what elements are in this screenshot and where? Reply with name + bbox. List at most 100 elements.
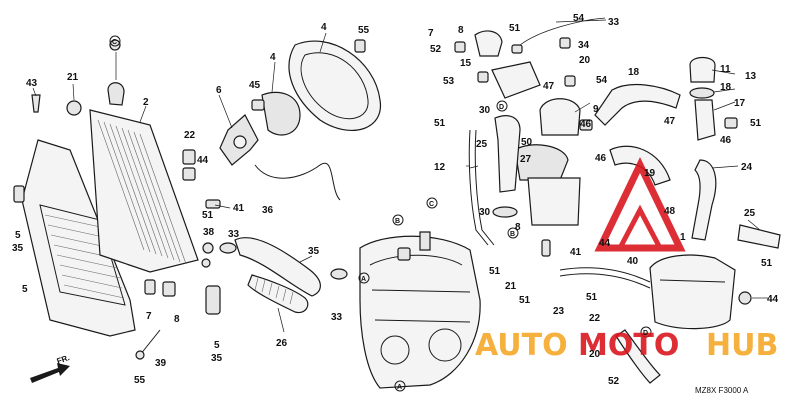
callout: 44 (197, 155, 209, 166)
callout: 22 (589, 313, 601, 324)
lower-hoses (205, 237, 348, 315)
callout: 50 (521, 137, 533, 148)
callout: 21 (67, 72, 79, 83)
ref-letter-texts: C C B B A A D D (112, 39, 648, 391)
ref-letter: B (395, 218, 400, 225)
callout: 41 (233, 203, 245, 214)
callout: 19 (644, 168, 656, 179)
callout: 5 (22, 284, 28, 295)
callout: 4 (270, 52, 276, 63)
callout: 27 (520, 154, 532, 165)
ref-markers (109, 35, 652, 392)
callout: 20 (589, 349, 601, 360)
callout: 5 (15, 230, 21, 241)
callout: 44 (767, 294, 779, 305)
callout: 46 (580, 119, 592, 130)
callout: 44 (599, 238, 611, 249)
callout: 26 (276, 338, 288, 349)
watermark: AUTO MOTO HUB (475, 156, 778, 363)
reserve-tank (559, 254, 752, 384)
callout: 54 (573, 13, 585, 24)
callout: 51 (586, 292, 598, 303)
callout: 25 (744, 208, 756, 219)
callout: 21 (505, 281, 517, 292)
ref-letter: C (429, 201, 434, 208)
front-label: FR. (56, 353, 71, 366)
callout: 46 (720, 135, 732, 146)
callout: 35 (211, 353, 223, 364)
engine (359, 231, 481, 389)
callout: 8 (458, 25, 464, 36)
callout: 22 (184, 130, 196, 141)
front-arrow: FR. (30, 353, 71, 383)
callout: 2 (143, 97, 149, 108)
reserve-tank-cap (689, 56, 738, 141)
bolts-lower-left (135, 242, 214, 360)
callout: 5 (214, 340, 220, 351)
callout: 53 (443, 76, 455, 87)
callout: 23 (553, 306, 565, 317)
callout: 20 (579, 55, 591, 66)
callout: 34 (578, 40, 590, 51)
radiator (31, 39, 199, 273)
callout: 36 (262, 205, 274, 216)
watermark-moto: MOTO (578, 328, 679, 363)
callout: 13 (745, 71, 757, 82)
watermark-hub: HUB (706, 328, 778, 363)
callout: 35 (12, 243, 24, 254)
callout: 55 (358, 25, 370, 36)
callout: 18 (628, 67, 640, 78)
callout: 51 (434, 118, 446, 129)
ref-letter: D (643, 330, 648, 337)
ref-letter: D (499, 104, 504, 111)
callout: 40 (627, 256, 639, 267)
radiator-shroud (13, 139, 136, 337)
callout: 4 (321, 22, 327, 33)
diagram-code: MZ8X F3000 A (695, 386, 749, 395)
callout: 51 (750, 118, 762, 129)
callout: 30 (479, 105, 491, 116)
callout: 33 (228, 229, 240, 240)
callout: 54 (596, 75, 608, 86)
callout: 12 (434, 162, 446, 173)
ref-letter: C (112, 39, 117, 46)
callout: 52 (608, 376, 620, 387)
callout: 33 (608, 17, 620, 28)
callout: 48 (664, 206, 676, 217)
callout: 7 (428, 28, 434, 39)
callout-numbers: 43 21 2 4 55 4 45 6 22 44 5 35 5 41 51 3… (12, 13, 779, 387)
callout: 17 (734, 98, 746, 109)
callout: 6 (216, 85, 222, 96)
leader-lines (32, 19, 768, 333)
callout: 30 (479, 207, 491, 218)
callout: 8 (515, 222, 521, 233)
callout: 18 (720, 82, 732, 93)
callout: 52 (430, 44, 442, 55)
callout: 46 (595, 153, 607, 164)
callout: 1 (680, 232, 686, 243)
callout: 51 (761, 258, 773, 269)
callout: 43 (26, 78, 38, 89)
callout: 25 (476, 139, 488, 150)
ref-letter: A (397, 384, 402, 391)
callout: 55 (134, 375, 146, 386)
hose-14 (468, 129, 495, 246)
callout: 8 (174, 314, 180, 325)
fan-assembly (205, 39, 382, 209)
callout: 51 (202, 210, 214, 221)
callout: 35 (308, 246, 320, 257)
callout: 47 (664, 116, 676, 127)
callout: 45 (249, 80, 261, 91)
watermark-auto: AUTO (475, 328, 568, 363)
callout: 51 (489, 266, 501, 277)
callout: 41 (570, 247, 582, 258)
callout: 11 (720, 64, 731, 75)
callout: 39 (155, 358, 167, 369)
callout: 51 (519, 295, 531, 306)
callout: 47 (543, 81, 555, 92)
callout: 33 (331, 312, 343, 323)
callout: 9 (593, 104, 599, 115)
thermostat-housing (454, 17, 606, 257)
